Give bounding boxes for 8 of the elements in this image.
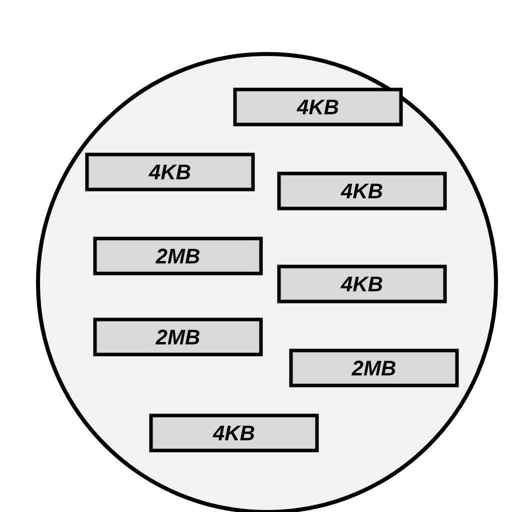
memory-block: 2MB [289,348,459,388]
memory-block: 2MB [93,236,263,276]
memory-block: 4KB [277,264,447,304]
memory-block: 4KB [277,172,447,210]
memory-block: 4KB [85,152,255,192]
memory-block: 4KB [149,414,319,452]
memory-block: 4KB [233,88,403,126]
memory-block: 2MB [93,318,263,356]
